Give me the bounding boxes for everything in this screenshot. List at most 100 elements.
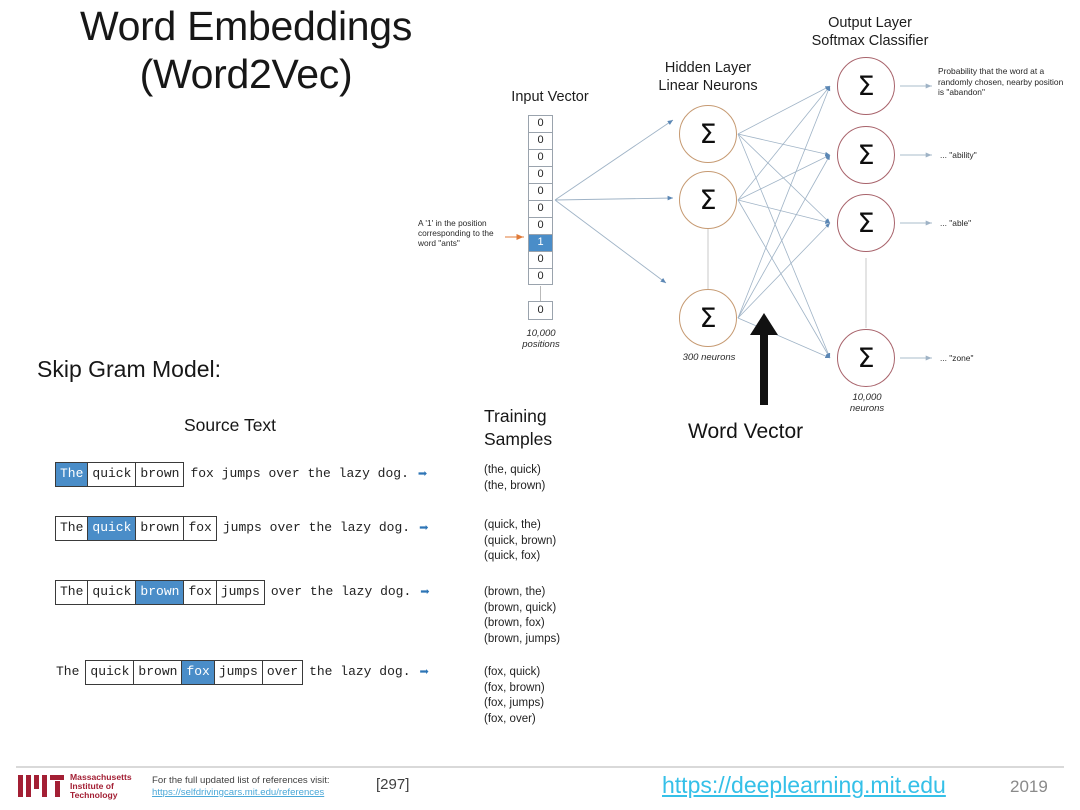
output-neuron-able: Σ: [837, 194, 895, 252]
hidden-layer-caption: 300 neurons: [682, 352, 736, 363]
training-sample: (the, quick): [484, 464, 541, 476]
source-token: brown: [135, 462, 185, 487]
output-layer-caption: 10,000 neurons: [849, 392, 885, 414]
hidden-neuron-2: Σ: [679, 171, 737, 229]
sigma-glyph: Σ: [699, 302, 717, 334]
source-token: jumps: [213, 660, 262, 685]
source-text-header: Source Text: [183, 415, 277, 435]
row-arrow-icon: ➡: [420, 583, 430, 602]
training-sample: (fox, jumps): [484, 697, 545, 710]
sigma-glyph: Σ: [857, 139, 875, 171]
reference-number: [297]: [376, 776, 410, 793]
training-sample: (fox, brown): [484, 681, 545, 694]
training-sample: (fox, quick): [484, 666, 541, 678]
training-sample: (quick, brown): [484, 534, 557, 547]
source-token: brown: [135, 516, 184, 541]
source-token: brown: [133, 660, 182, 685]
skipgram-heading: Skip Gram Model:: [37, 356, 222, 382]
training-sample: (quick, the): [484, 519, 541, 531]
output-label-zone: ... "zone": [940, 353, 974, 363]
input-vector-cell: 0: [528, 149, 553, 166]
source-token-plain: over the lazy dog.: [270, 584, 412, 599]
sigma-glyph: Σ: [857, 342, 875, 374]
input-vector-ellipsis-line: [540, 286, 541, 301]
source-token-highlighted: fox: [181, 660, 214, 685]
source-token: The: [55, 580, 88, 605]
source-token: The: [55, 516, 88, 541]
source-token-highlighted: The: [55, 462, 88, 487]
input-vector-cell: 0: [528, 200, 553, 217]
page-title: Word Embeddings (Word2Vec): [36, 2, 456, 98]
site-link[interactable]: https://deeplearning.mit.edu: [662, 772, 946, 798]
source-token: quick: [85, 660, 134, 685]
input-vector-cell: 0: [528, 132, 553, 149]
year-label: 2019: [1010, 777, 1048, 796]
source-token-highlighted: brown: [135, 580, 184, 605]
training-samples-group: (fox, quick) (fox, brown) (fox, jumps) (…: [484, 665, 545, 728]
input-vector-cell: 0: [528, 183, 553, 200]
output-label-ability: ... "ability": [940, 150, 977, 160]
source-token: quick: [87, 462, 136, 487]
source-token: jumps: [215, 580, 265, 605]
training-sample: (brown, quick): [484, 601, 557, 614]
hidden-neuron-3: Σ: [679, 289, 737, 347]
input-vector-caption: 10,000 positions: [522, 328, 560, 350]
training-sample: (the, brown): [484, 479, 546, 492]
source-text-row: The quick brown fox jumps over the lazy …: [55, 462, 428, 487]
sigma-glyph: Σ: [857, 70, 875, 102]
input-vector-cell-active: 1: [528, 234, 553, 251]
training-samples-group: (brown, the) (brown, quick) (brown, fox)…: [484, 585, 560, 648]
input-vector-label: Input Vector: [511, 89, 589, 105]
source-token-plain: the lazy dog.: [309, 664, 411, 679]
output-neuron-abandon: Σ: [837, 57, 895, 115]
row-arrow-icon: ➡: [419, 519, 429, 538]
word-vector-label: Word Vector: [688, 420, 804, 443]
training-sample: (brown, fox): [484, 617, 545, 630]
title-line-1: Word Embeddings: [79, 3, 413, 49]
source-text-row: The quick brown fox jumps over the lazy …: [55, 660, 429, 685]
training-samples-header: Training Samples: [484, 406, 553, 449]
source-token-highlighted: quick: [87, 516, 136, 541]
source-token: quick: [87, 580, 136, 605]
sigma-glyph: Σ: [857, 207, 875, 239]
input-vector-cell: 0: [528, 251, 553, 268]
input-vector-cell: 0: [528, 115, 553, 132]
footer-divider: [16, 766, 1064, 768]
output-neuron-ability: Σ: [837, 126, 895, 184]
reference-link[interactable]: https://selfdrivingcars.mit.edu/referenc…: [152, 787, 325, 798]
reference-note: For the full updated list of references …: [152, 775, 330, 799]
row-arrow-icon: ➡: [417, 465, 428, 484]
input-vector-annotation: A '1' in the position corresponding to t…: [418, 218, 494, 248]
training-sample: (brown, the): [484, 586, 546, 598]
input-vector-cell: 0: [528, 217, 553, 234]
sigma-glyph: Σ: [699, 118, 717, 150]
input-vector-tail-cell: 0: [528, 301, 553, 320]
output-neuron-zone: Σ: [837, 329, 895, 387]
title-line-2: (Word2Vec): [139, 51, 353, 97]
output-layer-label: Output Layer Softmax Classifier: [811, 15, 929, 49]
training-sample: (brown, jumps): [484, 633, 561, 646]
hidden-layer-label: Hidden Layer Linear Neurons: [658, 60, 758, 94]
source-token: fox: [183, 516, 217, 541]
reference-note-text: For the full updated list of references …: [152, 775, 330, 786]
training-sample: (fox, over): [484, 713, 536, 726]
hidden-neuron-1: Σ: [679, 105, 737, 163]
source-token: over: [261, 660, 304, 685]
source-text-row: The quick brown fox jumps over the lazy …: [55, 516, 429, 541]
word2vec-network-diagram: Input Vector Hidden Layer Linear Neurons…: [400, 0, 1080, 420]
mit-wordmark: Massachusetts Institute of Technology: [70, 772, 132, 801]
input-vector-cell: 0: [528, 166, 553, 183]
input-vector-cell: 0: [528, 268, 553, 285]
output-label-able: ... "able": [940, 218, 972, 228]
training-samples-group: (quick, the) (quick, brown) (quick, fox): [484, 518, 556, 565]
source-token-plain: The: [56, 664, 80, 679]
source-token-plain: jumps over the lazy dog.: [222, 520, 411, 535]
word-vector-arrow-icon: [750, 313, 778, 405]
row-arrow-icon: ➡: [419, 663, 430, 682]
input-vector-cells: 0 0 0 0 0 0 0 1 0 0: [528, 115, 553, 285]
mit-logo: [18, 775, 66, 797]
sigma-glyph: Σ: [699, 184, 717, 216]
source-token: fox: [183, 580, 216, 605]
training-sample: (quick, fox): [484, 550, 541, 563]
output-label-abandon: Probability that the word at a randomly …: [938, 66, 1064, 97]
